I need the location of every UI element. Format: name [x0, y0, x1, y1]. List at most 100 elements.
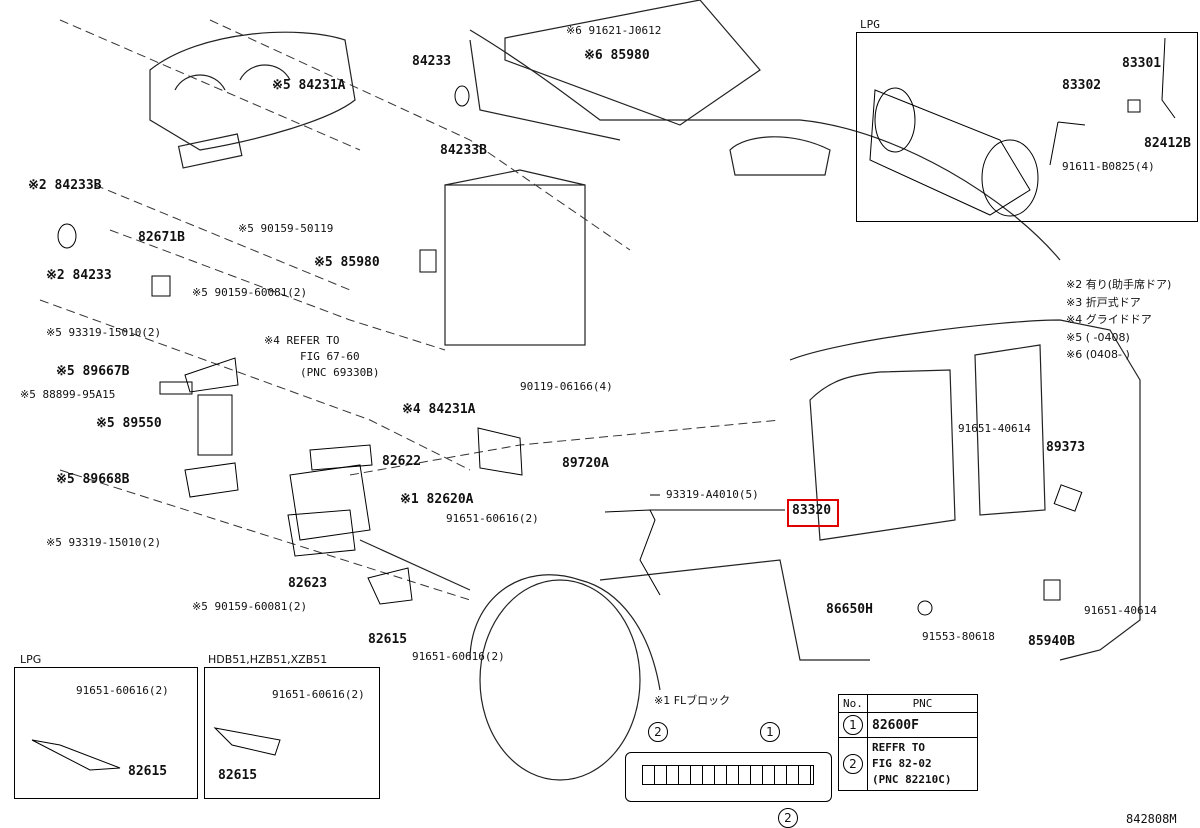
lpg-inset-part: 82615: [128, 764, 168, 779]
label-84233B-left: ※2 84233B: [28, 178, 102, 193]
body-side: [789, 319, 1141, 661]
label-refer-1: ※4 REFER TO: [264, 334, 340, 347]
guide-line-4: [59, 469, 471, 601]
note-5: ※5 ( -0408): [1066, 330, 1130, 344]
label-82671B: 82671B: [138, 230, 185, 245]
switch-89373: [1053, 484, 1083, 512]
guide-line-5: [209, 19, 631, 251]
instrument-cluster: [174, 64, 291, 91]
relay-block-82620A: [289, 464, 371, 541]
row-pnc-2-line3: (PNC 82210C): [872, 773, 952, 786]
lpg-inset-title: LPG: [860, 18, 880, 31]
fl-block-title: ※1 FLブロック: [654, 694, 731, 707]
label-90119: 90119-06166(4): [520, 380, 613, 393]
row-no-1: 1: [843, 715, 863, 735]
notes-list: ※2 有り(助手席ドア) ※3 折戸式ドア ※4 グライドドア ※5 ( -04…: [1066, 276, 1171, 364]
dashboard-outline: [149, 31, 356, 151]
lpg-inset-top: [856, 32, 1198, 222]
lpg-inset-bolt: 91651-60616(2): [76, 684, 169, 697]
lpg-inset-bottom: [14, 667, 198, 799]
label-82615: 82615: [368, 632, 408, 647]
row-pnc-1: 82600F: [867, 712, 978, 738]
label-refer-3: (PNC 69330B): [300, 366, 380, 379]
note-3: ※3 折戸式ドア: [1066, 295, 1141, 309]
label-89550: ※5 89550: [96, 416, 162, 431]
note-4: ※4 グライドドア: [1066, 313, 1152, 326]
guide-line-1: [59, 19, 361, 151]
row-no-2: 2: [843, 754, 863, 774]
label-86650H: 86650H: [826, 602, 873, 617]
label-82412B: 82412B: [1144, 136, 1191, 151]
label-82622: 82622: [382, 454, 422, 469]
label-84231A-top: ※5 84231A: [272, 78, 346, 93]
label-83320: 83320: [792, 503, 832, 518]
a-pillar: [469, 39, 621, 141]
note-2: ※2 有り(助手席ドア): [1066, 278, 1172, 291]
label-89720A: 89720A: [562, 456, 609, 471]
label-90159-60081-b: ※5 90159-60081(2): [192, 600, 308, 613]
label-84233-left: ※2 84233: [46, 268, 112, 283]
lower-body: [359, 539, 870, 661]
label-refer-2: FIG 67-60: [300, 350, 360, 363]
label-82620A: ※1 82620A: [400, 492, 474, 507]
cover-82623: [287, 509, 356, 557]
roof-light: [729, 136, 831, 176]
label-85980-top: ※6 85980: [584, 48, 650, 63]
col-no: No.: [838, 694, 868, 713]
row-pnc-2: REFFR TO FIG 82-02 (PNC 82210C): [867, 737, 978, 791]
sensor-86650H: [917, 600, 933, 616]
hdb-inset-title: HDB51,HZB51,XZB51: [208, 653, 328, 666]
label-89668B: ※5 89668B: [56, 472, 130, 487]
switch-84233B-left: [57, 223, 77, 249]
label-89373: 89373: [1046, 440, 1086, 455]
label-93319-a: ※5 93319-15010(2): [46, 326, 162, 339]
lpg-tank-front: [874, 87, 916, 153]
label-91651-60616-mid: 91651-60616(2): [446, 512, 539, 525]
guide-line-3: [39, 299, 471, 471]
label-84231A-mid: ※4 84231A: [402, 402, 476, 417]
dash-vent: [177, 133, 243, 169]
col-pnc: PNC: [867, 694, 978, 713]
fl-block-connector: [625, 752, 832, 802]
lpg-nut-83301: [1127, 99, 1141, 113]
switch-84233B-top: [454, 85, 470, 107]
label-91621: ※6 91621-J0612: [566, 24, 662, 37]
label-83301: 83301: [1122, 56, 1162, 71]
figure-code: 842808M: [1126, 812, 1177, 826]
label-90159-60081-a: ※5 90159-60081(2): [192, 286, 308, 299]
guide-line-6: [109, 229, 446, 351]
highlight-83320: [787, 499, 839, 527]
row-pnc-2-line2: FIG 82-02: [872, 757, 932, 770]
fl-mark-1: 1: [760, 722, 780, 742]
label-91651-40614-a: 91651-40614: [958, 422, 1031, 435]
label-83302: 83302: [1062, 78, 1102, 93]
bracket-82615: [367, 567, 413, 605]
rear-window: [974, 344, 1046, 516]
note-6: ※6 (0408- ): [1066, 348, 1130, 361]
lpg-lead-82412B: [1161, 37, 1176, 119]
part-82671B: [151, 275, 171, 297]
sensor-85940B: [1043, 579, 1061, 601]
ecu-box-top: [444, 169, 586, 186]
lpg-bracket: [31, 739, 121, 771]
label-90159-50119: ※5 90159-50119: [238, 222, 334, 235]
hdb-inset-bolt: 91651-60616(2): [272, 688, 365, 701]
bracket-89667B: [184, 357, 239, 393]
hdb-inset-part: 82615: [218, 768, 258, 783]
label-91611: 91611-B0825(4): [1062, 160, 1155, 173]
label-85940B: 85940B: [1028, 634, 1075, 649]
label-82623: 82623: [288, 576, 328, 591]
label-91553: 91553-80618: [922, 630, 995, 643]
label-88899: ※5 88899-95A15: [20, 388, 116, 401]
lpg-sensor-83302: [1049, 121, 1086, 166]
front-wheel: [479, 579, 641, 781]
label-93319-b: ※5 93319-15010(2): [46, 536, 162, 549]
harness-83320: [604, 509, 661, 596]
bracket-89668B: [184, 462, 239, 498]
lpg-tank-end: [981, 139, 1039, 217]
row-pnc-2-line1: REFFR TO: [872, 741, 925, 754]
pnc-table-header: No. PNC: [838, 694, 978, 713]
pnc-table: No. PNC 1 82600F 2 REFFR TO FIG 82-02 (P…: [838, 694, 978, 791]
label-91651-60616-bot: 91651-60616(2): [412, 650, 505, 663]
front-wheel-arch: [469, 574, 661, 691]
